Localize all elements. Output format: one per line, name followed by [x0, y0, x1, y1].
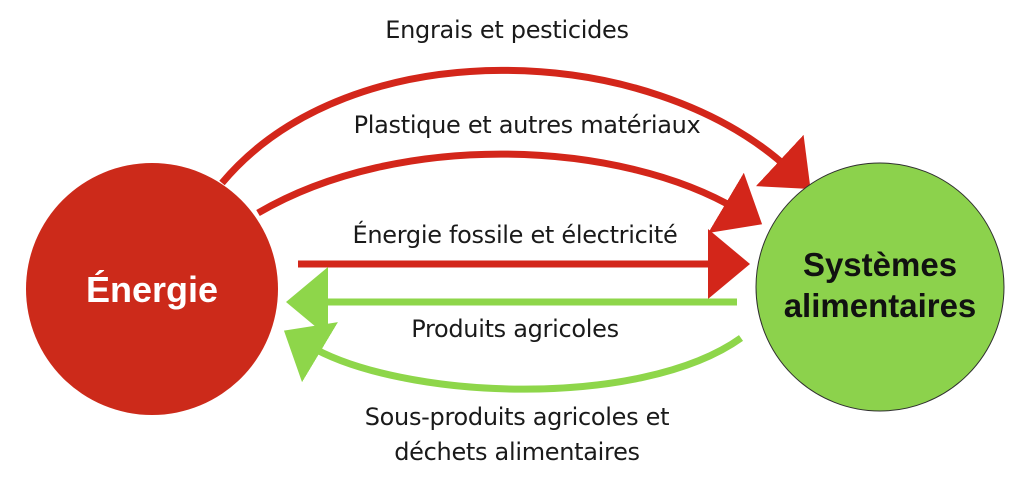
- arrow-byproducts: [283, 322, 744, 393]
- food-systems-node-label-line2: alimentaires: [784, 287, 977, 324]
- arrow-plastics: [256, 150, 763, 233]
- label-fertilizers: Engrais et pesticides: [385, 16, 628, 44]
- label-agricultural-products: Produits agricoles: [411, 315, 619, 343]
- arrow-fertilizers: [219, 66, 811, 190]
- energy-node-label: Énergie: [86, 269, 218, 310]
- food-systems-node-label-line1: Systèmes: [803, 246, 957, 283]
- label-plastics: Plastique et autres matériaux: [354, 111, 701, 139]
- label-fossil-energy: Énergie fossile et électricité: [353, 220, 678, 249]
- label-byproducts-line2: déchets alimentaires: [394, 438, 640, 466]
- food-systems-node: [755, 162, 1005, 412]
- label-byproducts-line1: Sous-produits agricoles et: [365, 403, 670, 431]
- energy-node: [26, 163, 278, 415]
